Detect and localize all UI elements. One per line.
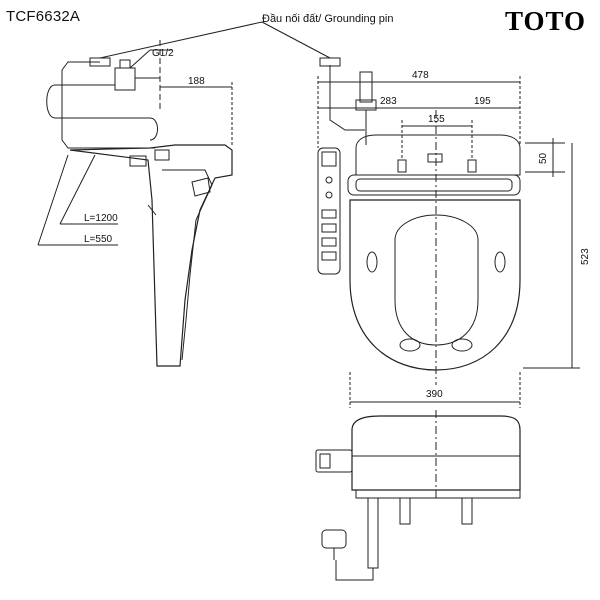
dimension-labels: G1/2 188 L=1200 L=550 478 283 195 155 50…: [84, 48, 591, 400]
overall-width-dimension: 478: [412, 70, 429, 81]
front-view: [315, 410, 521, 581]
hose-long-label: L=1200: [84, 213, 118, 224]
model-number: TCF6632A: [6, 8, 81, 25]
left-offset-dimension: 283: [380, 96, 397, 107]
side-view: [37, 40, 233, 367]
depth-dimension: 188: [188, 76, 205, 87]
top-view: [317, 57, 580, 408]
right-offset-dimension: 195: [474, 96, 491, 107]
grounding-pin-callout: Đầu nối đất/ Grounding pin: [262, 13, 394, 25]
brand-logo: TOTO: [504, 6, 586, 36]
bolt-spacing-dimension: 155: [428, 114, 445, 125]
hose-short-label: L=550: [84, 234, 113, 245]
overall-length-dimension: 523: [580, 248, 591, 265]
seat-width-dimension: 390: [426, 389, 443, 400]
hinge-depth-dimension: 50: [538, 152, 549, 164]
thread-size-label: G1/2: [152, 48, 174, 59]
callout-leaders: [99, 21, 331, 59]
